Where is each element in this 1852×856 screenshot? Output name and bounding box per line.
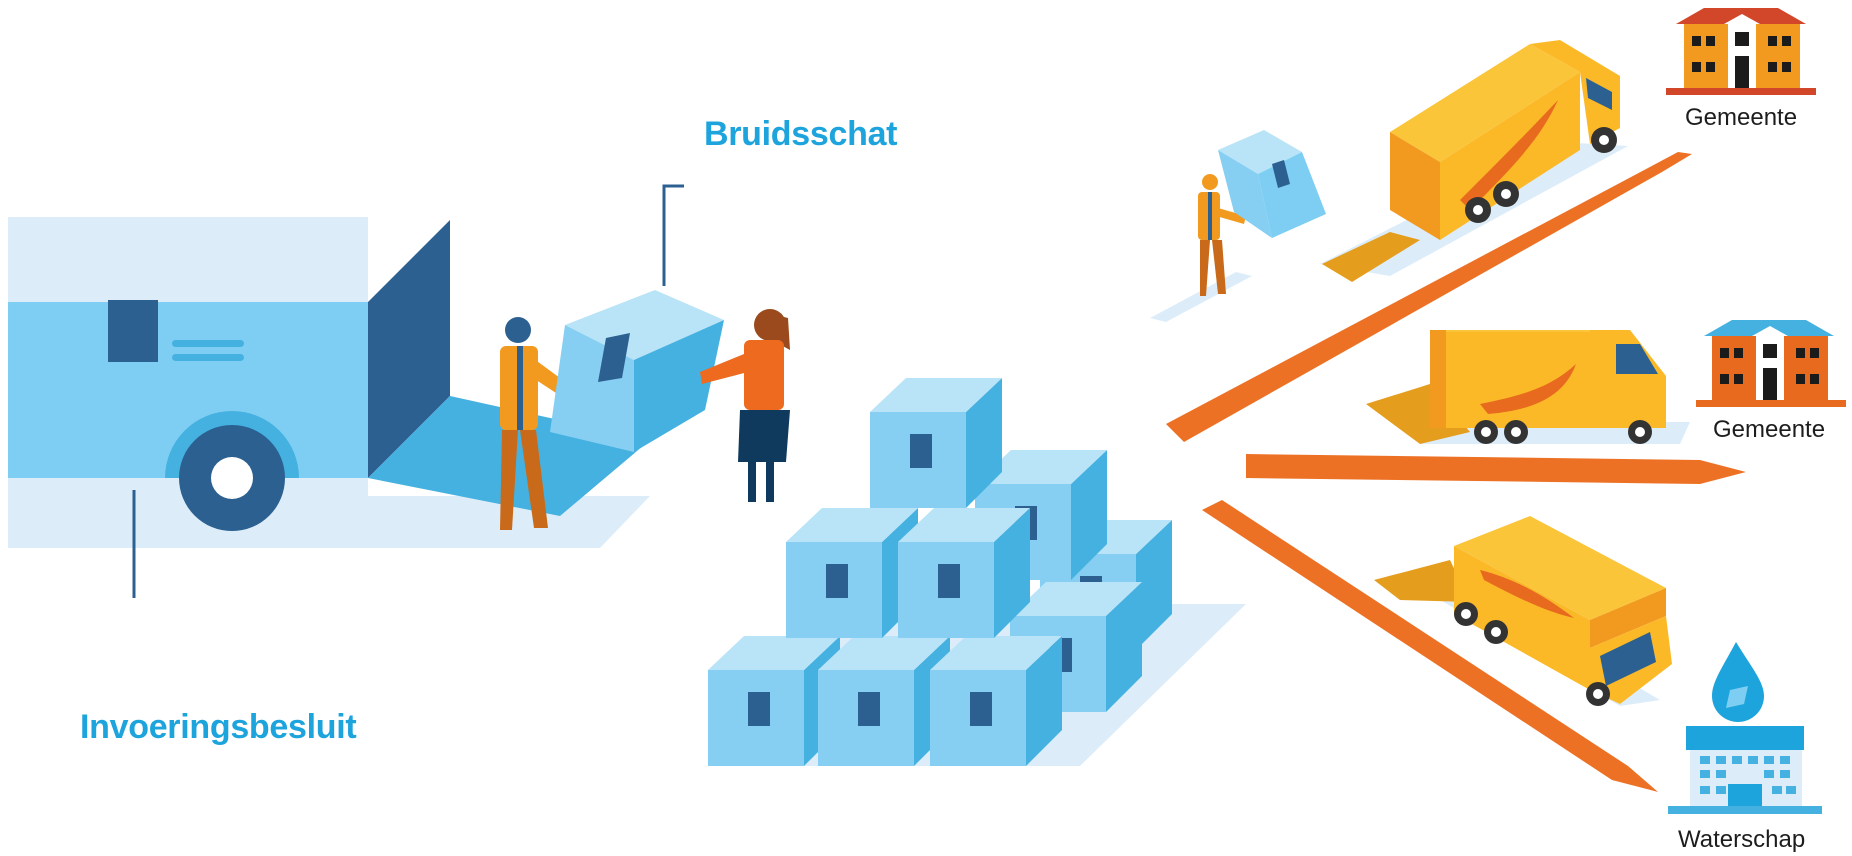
delivery-truck-icon [1320,40,1628,282]
town-hall-icon [1666,8,1816,95]
gemeente-label: Gemeente [1685,104,1798,131]
arrow-icon [1166,152,1692,442]
box-stack [708,378,1246,766]
gemeente-label: Gemeente [1713,416,1826,443]
arrow-icon [1246,454,1746,484]
delivery-truck-icon [1366,330,1690,444]
water-drop-icon [1712,642,1764,722]
waterschap-label: Waterschap [1678,826,1806,853]
invoeringsbesluit-label: Invoeringsbesluit [80,708,357,746]
bruidsschat-label: Bruidsschat [704,115,898,153]
person-icon [1150,174,1252,322]
delivery-truck-icon [1374,516,1672,706]
box-icon [1218,130,1326,238]
bruidsschat-callout-line [662,184,684,286]
town-hall-icon [1696,320,1846,407]
water-board-building-icon [1668,726,1822,814]
box-icon [550,290,724,452]
arrow-icon [1202,500,1658,792]
person-icon [700,309,790,502]
